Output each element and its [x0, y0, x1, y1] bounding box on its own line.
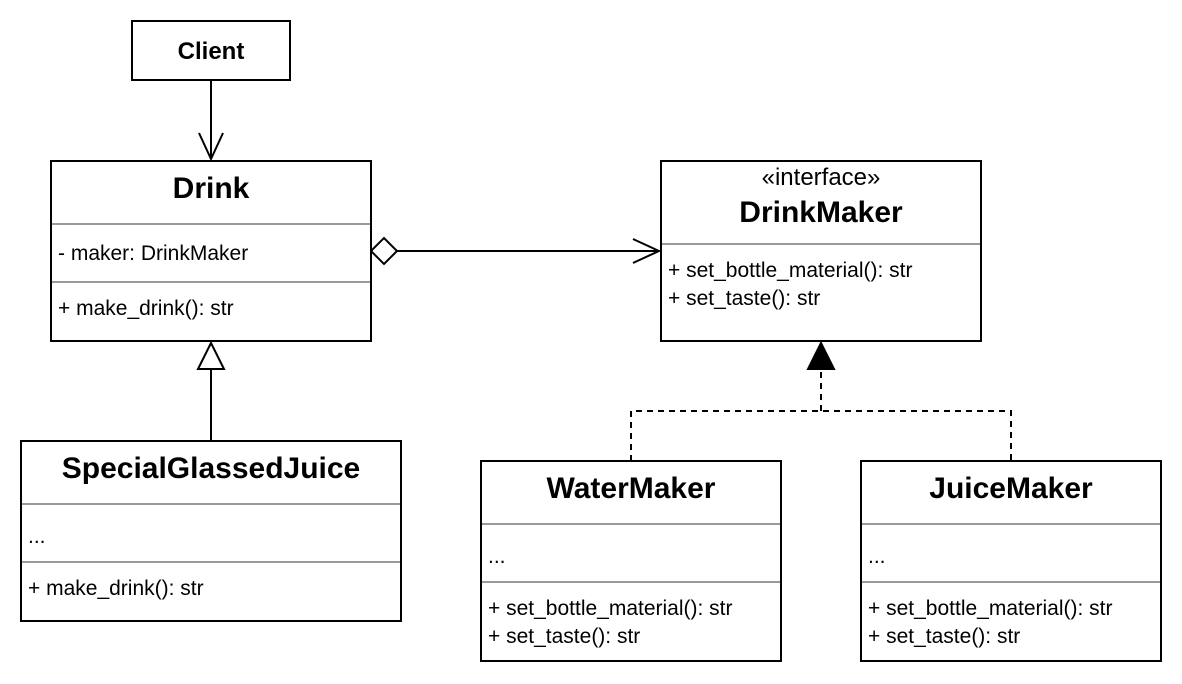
- drink-class: Drink - maker: DrinkMaker + make_drink()…: [50, 160, 372, 342]
- drinkmaker-interface: «interface» DrinkMaker + set_bottle_mate…: [660, 160, 982, 342]
- client-class-name: Client: [177, 38, 245, 65]
- drink-class-name: Drink: [172, 172, 250, 205]
- drink-attribute: - maker: DrinkMaker: [58, 242, 249, 265]
- drink-attributes-divider: [52, 281, 370, 283]
- specialglassedjuice-name-divider: [22, 503, 400, 505]
- watermaker-name-divider: [482, 523, 780, 525]
- specialglassedjuice-method: + make_drink(): str: [28, 577, 204, 600]
- drinkmaker-method: + set_taste(): str: [668, 287, 821, 310]
- drink-drinkmaker-aggregation: [369, 236, 662, 266]
- specialglassedjuice-class-name: SpecialGlassedJuice: [61, 452, 361, 485]
- watermaker-class-name: WaterMaker: [546, 472, 716, 505]
- client-class: Client: [131, 20, 291, 81]
- drink-name-divider: [52, 223, 370, 225]
- specialglassedjuice-attributes-divider: [22, 561, 400, 563]
- juicemaker-attributes-divider: [862, 581, 1160, 583]
- drinkmaker-stereotype: «interface»: [761, 164, 881, 191]
- watermaker-attribute: ...: [488, 545, 506, 568]
- makers-drinkmaker-realization: [630, 340, 1012, 461]
- juicemaker-attribute: ...: [868, 545, 886, 568]
- client-drink-association: [198, 80, 224, 162]
- watermaker-method: + set_bottle_material(): str: [488, 597, 733, 620]
- specialglassedjuice-class: SpecialGlassedJuice ... + make_drink(): …: [20, 440, 402, 622]
- juicemaker-method: + set_bottle_material(): str: [868, 597, 1113, 620]
- drinkmaker-name-divider: [662, 243, 980, 245]
- specialglassedjuice-attribute: ...: [28, 525, 46, 548]
- watermaker-class: WaterMaker ... + set_bottle_material(): …: [480, 460, 782, 662]
- specialglassedjuice-drink-inheritance: [196, 340, 226, 441]
- drink-method: + make_drink(): str: [58, 297, 234, 320]
- drinkmaker-interface-name: DrinkMaker: [739, 196, 903, 229]
- juicemaker-class: JuiceMaker ... + set_bottle_material(): …: [860, 460, 1162, 662]
- watermaker-attributes-divider: [482, 581, 780, 583]
- drinkmaker-method: + set_bottle_material(): str: [668, 259, 913, 282]
- juicemaker-name-divider: [862, 523, 1160, 525]
- juicemaker-method: + set_taste(): str: [868, 625, 1021, 648]
- watermaker-method: + set_taste(): str: [488, 625, 641, 648]
- juicemaker-class-name: JuiceMaker: [929, 472, 1093, 505]
